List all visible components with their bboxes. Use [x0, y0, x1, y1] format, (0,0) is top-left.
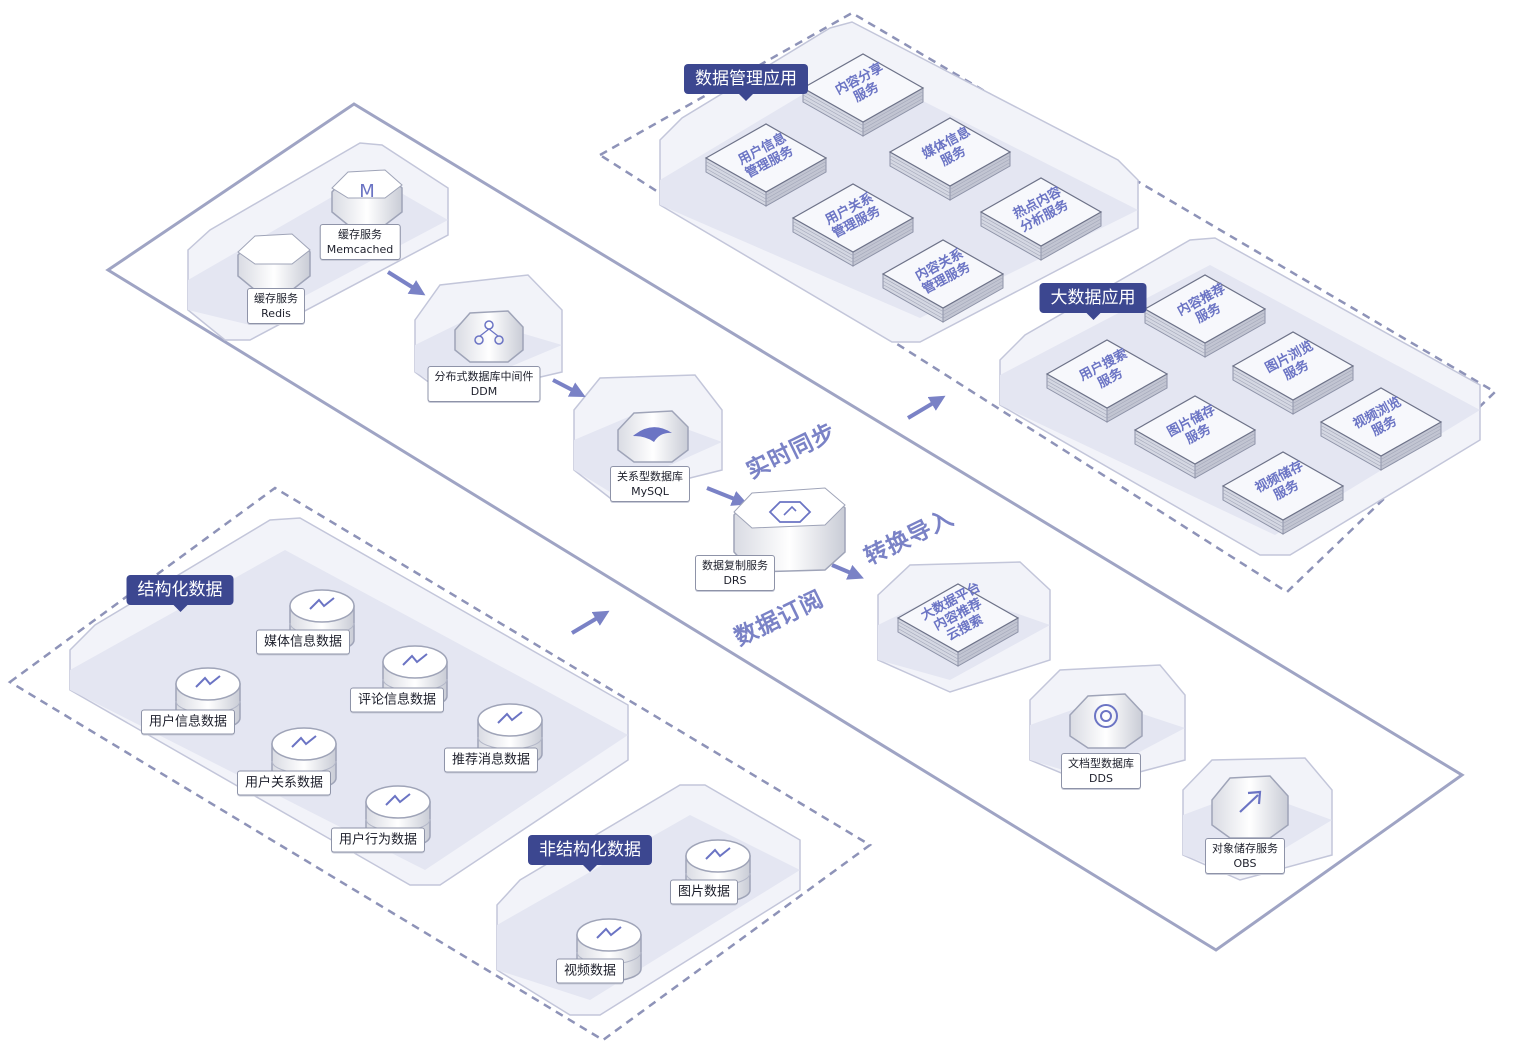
main-platform-outline [105, 102, 1465, 952]
service-blocks [704, 53, 1443, 667]
big-data-tag: 大数据应用 [1039, 283, 1147, 320]
data-label-image: 图片数据 [669, 879, 739, 905]
structured-data-tag: 结构化数据 [126, 575, 234, 612]
tray-unstructured [496, 784, 801, 1016]
tray-cache [187, 142, 449, 341]
data-label-user-behavior: 用户行为数据 [330, 827, 426, 853]
database-cylinder-icon [576, 918, 642, 982]
structured-group-outline [7, 486, 873, 1042]
data-label-recommend-msg: 推荐消息数据 [443, 747, 539, 773]
data-label-user-relation: 用户关系数据 [236, 770, 332, 796]
service-block-shape [1133, 395, 1257, 479]
service-block-shape [801, 53, 925, 137]
service-block-shape [881, 239, 1005, 323]
data-label-video: 视频数据 [555, 958, 625, 984]
service-block-shape [704, 123, 828, 207]
service-block-shape [1231, 331, 1355, 415]
data-management-tag: 数据管理应用 [684, 64, 808, 101]
service-block-shape [1221, 451, 1345, 535]
ddm-icon [454, 310, 524, 363]
service-block-shape [888, 117, 1012, 201]
unstructured-data-tag: 非结构化数据 [528, 835, 652, 872]
flow-arrows [386, 270, 946, 635]
service-block-shape [1045, 339, 1169, 423]
service-block-shape [979, 177, 1103, 261]
dds-icon [1069, 693, 1143, 749]
service-block-shape [1143, 274, 1267, 358]
svg-text:M: M [359, 181, 375, 202]
data-label-media-info: 媒体信息数据 [255, 629, 351, 655]
service-block-shape [896, 583, 1020, 667]
service-block-shape [1319, 387, 1443, 471]
obs-icon [1211, 775, 1289, 839]
service-block-shape [791, 183, 915, 267]
tray-management [659, 21, 1139, 343]
mysql-icon [617, 410, 689, 463]
data-label-user-info: 用户信息数据 [140, 709, 236, 735]
drs-icon [733, 487, 846, 573]
data-label-comment-info: 评论信息数据 [349, 687, 445, 713]
redis-icon [237, 233, 311, 291]
memcached-icon: M [331, 169, 403, 226]
